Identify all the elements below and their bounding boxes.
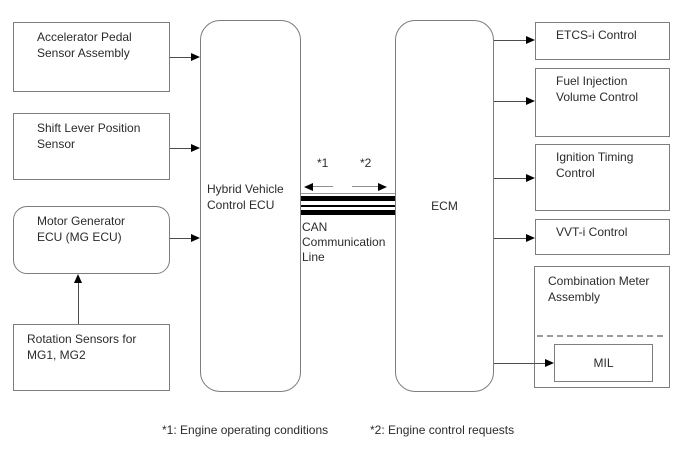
connector-vvt-line	[494, 238, 527, 239]
can-ref1-label: *1	[317, 156, 329, 170]
box-motor-generator-ecu: Motor Generator ECU (MG ECU)	[13, 206, 170, 274]
can-left-arrowhead-icon	[304, 183, 313, 191]
connector-accelerator-arrowhead-icon	[191, 53, 200, 61]
connector-etcs-line	[494, 40, 527, 41]
connector-ignition-arrowhead-icon	[526, 174, 535, 182]
connector-mg-ecu-line	[170, 238, 192, 239]
connector-fuel-line	[494, 101, 527, 102]
can-ref2-label: *2	[360, 156, 372, 170]
can-communication-line-label: CAN Communication Line	[302, 220, 386, 264]
footnote-2: *2: Engine control requests	[370, 423, 515, 437]
box-fuel-injection-volume-control: Fuel Injection Volume Control	[535, 68, 670, 137]
combination-meter-divider	[537, 335, 667, 337]
connector-mil-line	[494, 363, 546, 364]
box-shift-lever-position-sensor: Shift Lever Position Sensor	[13, 113, 170, 180]
can-bus-line-lower	[301, 210, 395, 215]
can-bus-line-middle	[301, 205, 395, 207]
can-bus-line-thin-top	[301, 193, 395, 194]
box-ecm: ECM	[395, 20, 494, 392]
footnote-1: *1: Engine operating conditions	[162, 423, 329, 437]
connector-shift-line	[170, 148, 192, 149]
connector-rotation-arrowhead-icon	[74, 274, 82, 283]
box-mil: MIL	[554, 344, 653, 382]
box-rotation-sensors: Rotation Sensors for MG1, MG2	[13, 324, 170, 391]
connector-mg-ecu-arrowhead-icon	[191, 234, 200, 242]
connector-rotation-line	[78, 283, 79, 324]
can-left-arrow-line	[313, 186, 333, 187]
connector-ignition-line	[494, 178, 527, 179]
box-vvt-i-control: VVT-i Control	[535, 219, 670, 255]
connector-accelerator-line	[170, 57, 192, 58]
can-right-arrow-line	[352, 186, 378, 187]
can-bus-line-upper	[301, 196, 395, 201]
connector-mil-arrowhead-icon	[545, 359, 554, 367]
box-accelerator-pedal-sensor-assembly: Accelerator Pedal Sensor Assembly	[13, 22, 170, 92]
connector-etcs-arrowhead-icon	[526, 36, 535, 44]
box-ignition-timing-control: Ignition Timing Control	[535, 144, 670, 211]
connector-fuel-arrowhead-icon	[526, 97, 535, 105]
hybrid-vehicle-control-ecu-label: Hybrid Vehicle Control ECU	[207, 182, 284, 212]
connector-vvt-arrowhead-icon	[526, 234, 535, 242]
box-hybrid-vehicle-control-ecu: Hybrid Vehicle Control ECU	[200, 20, 301, 392]
can-right-arrowhead-icon	[378, 183, 387, 191]
connector-shift-arrowhead-icon	[191, 144, 200, 152]
box-etcs-i-control: ETCS-i Control	[535, 22, 670, 60]
